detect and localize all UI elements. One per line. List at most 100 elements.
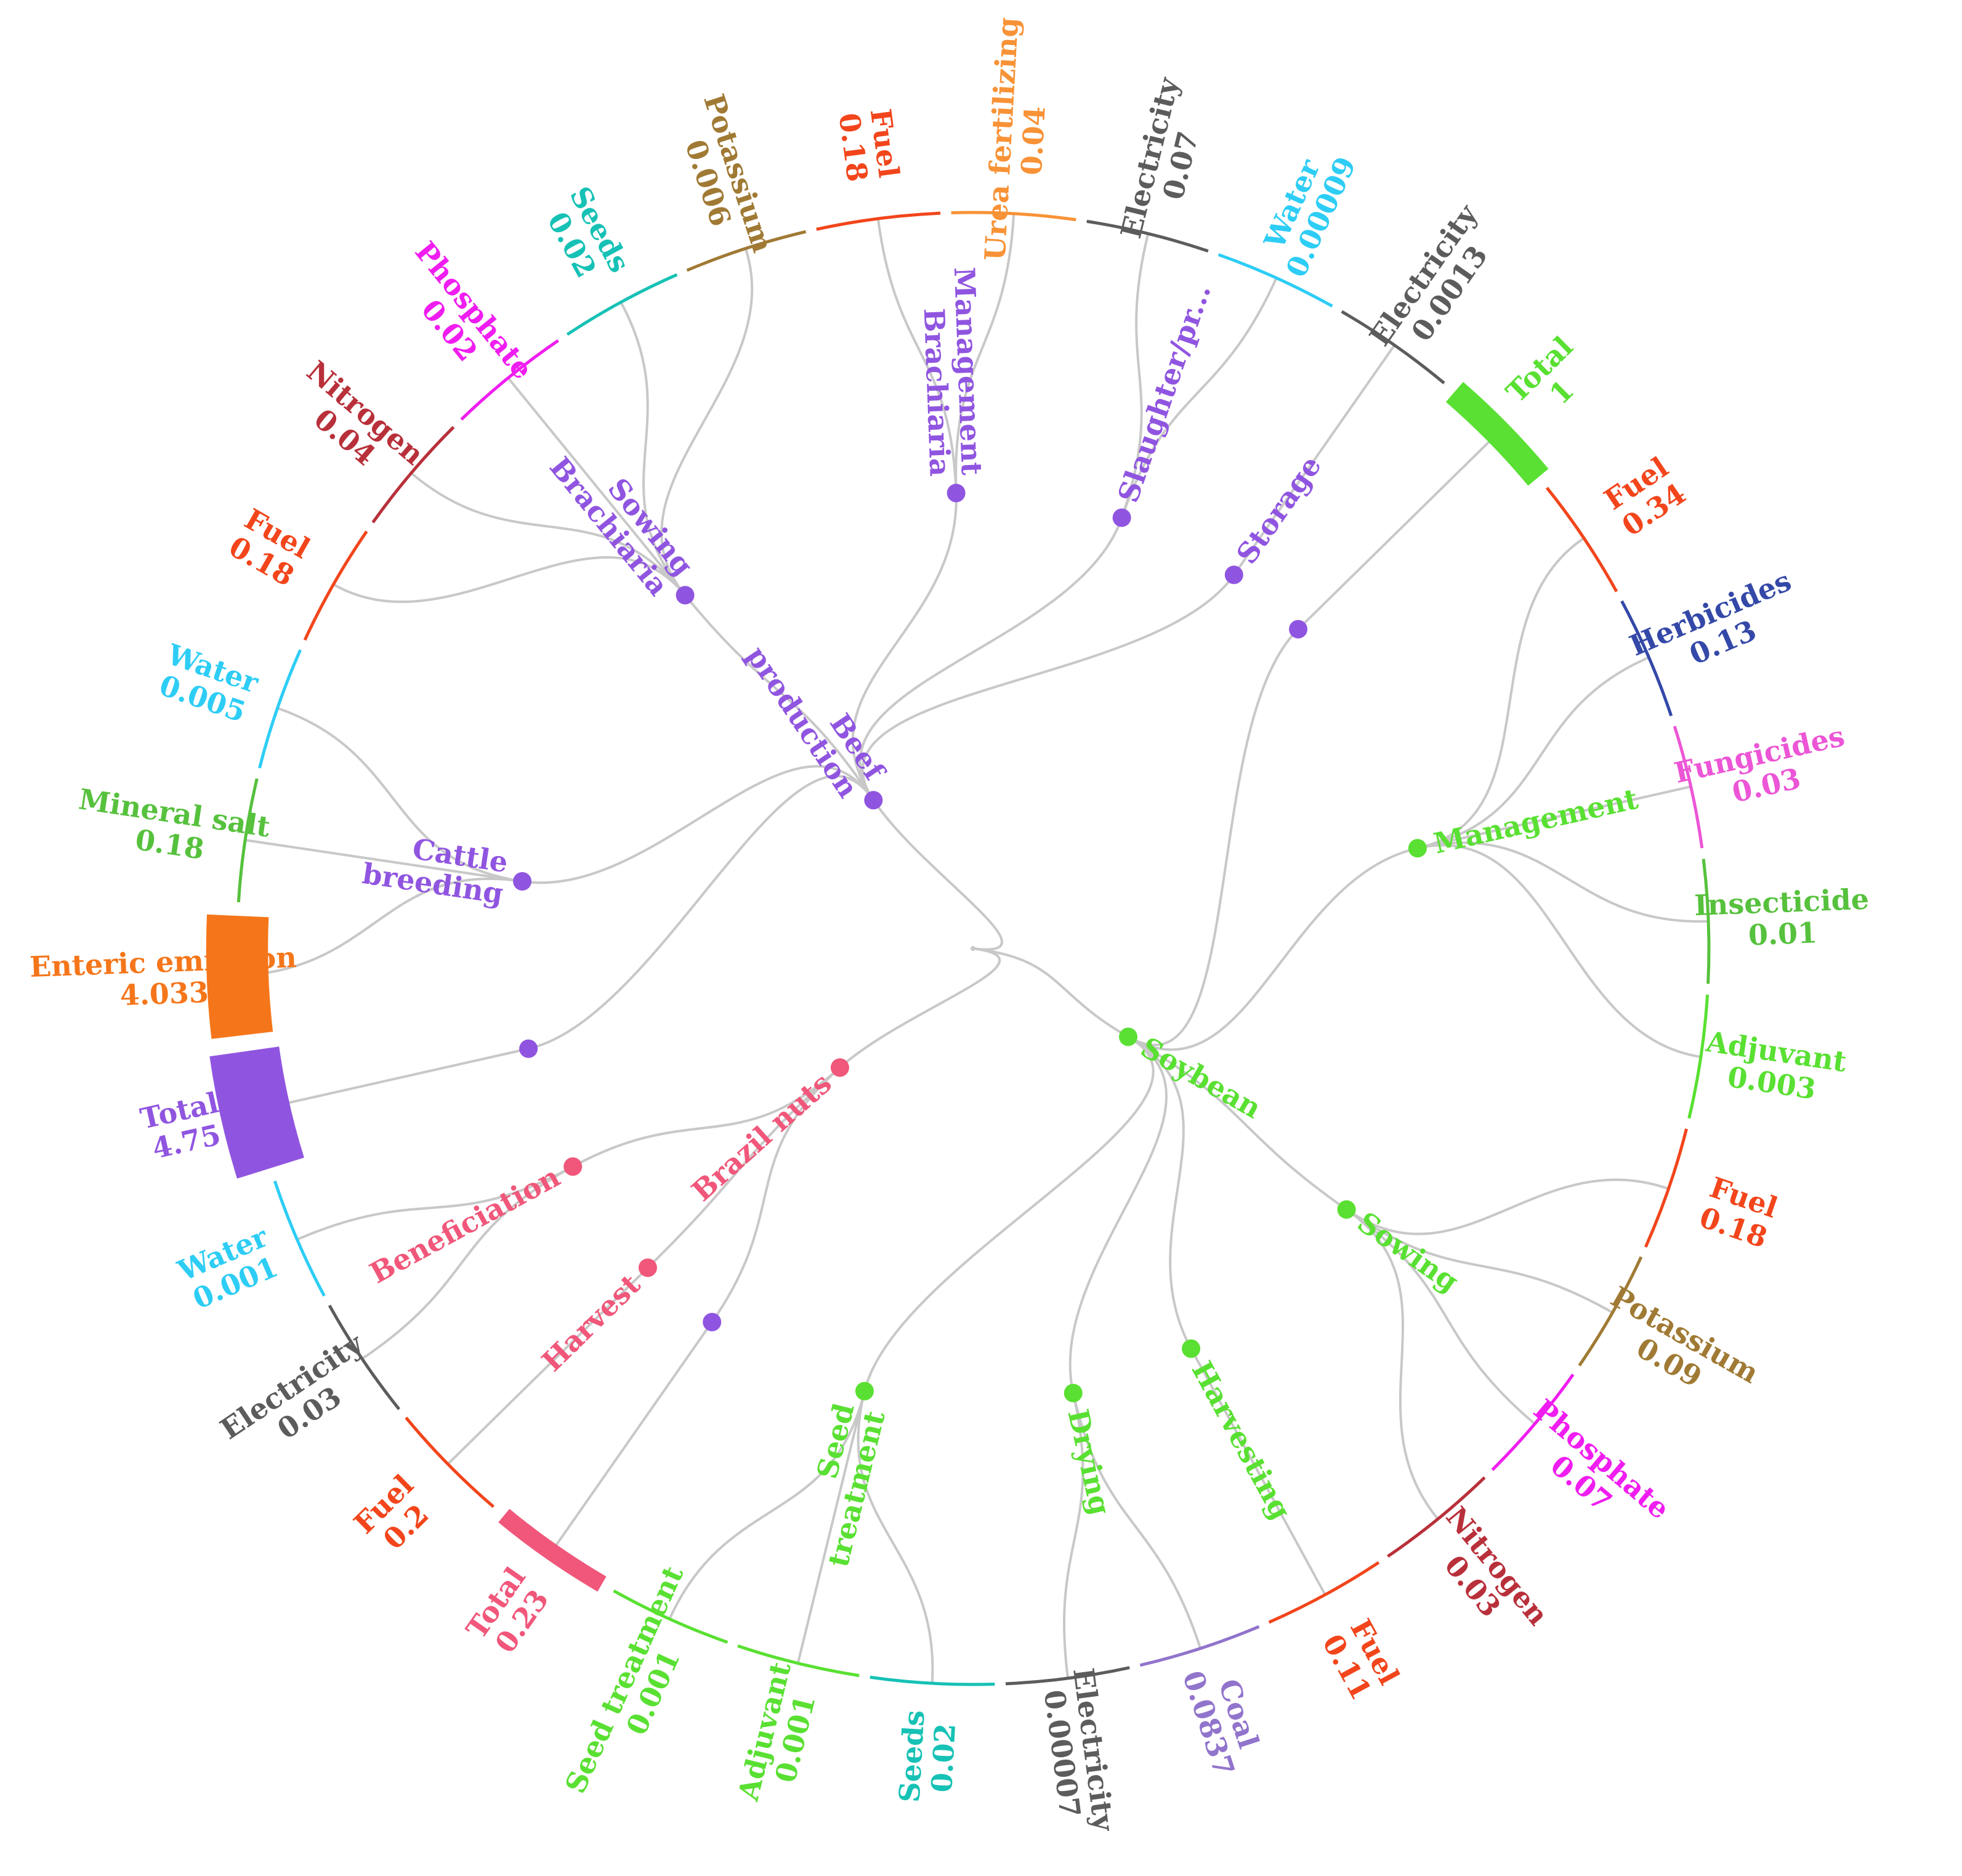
node-label-beef-production: Beefproduction <box>740 623 892 806</box>
leaf-arc-phosphate <box>460 339 559 421</box>
tree-link-fuel <box>446 1266 649 1465</box>
leaf-arc-urea-fertilizing <box>951 211 1076 222</box>
leaf-arc-mineral-salt <box>236 778 259 903</box>
node-label-storage: Storage <box>1230 450 1328 570</box>
node-dot-seed-treatment <box>855 1381 874 1401</box>
tree-link-management-brachiaria <box>851 493 958 801</box>
node-dot-management-brachiaria <box>947 483 966 503</box>
leaf-arc-fuel <box>1644 1128 1688 1248</box>
node-label-harvesting: Harvesting <box>1185 1356 1298 1525</box>
node-dot-cattle-breeding <box>513 871 532 891</box>
tree-link-electricity <box>1063 1393 1084 1679</box>
tree-link-beneficiation <box>572 1066 841 1168</box>
tree-links <box>237 213 1709 1684</box>
tree-link-fuel <box>1417 537 1585 850</box>
tree-link-herbicides <box>1417 656 1650 850</box>
leaf-arc-water <box>258 649 302 769</box>
tree-link-fuel <box>1346 1178 1669 1235</box>
tree-link-potassium <box>1346 1208 1613 1314</box>
tree-link-nitrogen <box>410 472 687 596</box>
root-hub <box>971 946 975 951</box>
node-dot-beef-production <box>864 791 883 810</box>
tree-link-seed-treatment <box>863 1035 1155 1392</box>
leaf-label-insecticide: Insecticide0.01 <box>1694 883 1870 954</box>
leaf-arc-potassium <box>1578 1256 1643 1367</box>
leaf-arc-fungicides <box>1673 726 1704 849</box>
leaf-label-water: Water0.001 <box>172 1219 285 1317</box>
leaf-arc-electricity <box>1005 1666 1130 1686</box>
node-dot-management <box>1408 839 1427 858</box>
leaf-arc-phosphate <box>1491 1373 1575 1471</box>
leaf-label-urea-fertilizing: Urea fertilizing0.04 <box>978 17 1056 264</box>
leaf-arc-electricity <box>1086 219 1209 253</box>
tree-link-adjuvant <box>796 1391 866 1664</box>
leaf-arc-fuel <box>816 211 941 231</box>
node-dot-storage <box>1224 565 1243 584</box>
leaf-label-fuel: Fuel0.18 <box>833 107 906 184</box>
leaf-arc-nitrogen <box>371 426 455 524</box>
node-dot-sowing-brachiaria <box>676 586 695 605</box>
leaf-arc-fuel <box>1268 1561 1380 1624</box>
node-label-beneficiation: Beneficiation <box>365 1160 566 1290</box>
leaf-label-adjuvant: Adjuvant0.001 <box>732 1658 828 1811</box>
leaf-arc-seeds <box>870 1675 995 1686</box>
leaf-label-herbicides: Herbicides0.13 <box>1625 564 1808 692</box>
tree-link-total <box>1297 432 1500 631</box>
leaf-arc-insecticide <box>1702 859 1711 984</box>
total-bar-root-children-0-children-0-children-0 <box>209 1046 304 1179</box>
leaf-label-phosphate: Phosphate0.02 <box>384 235 540 405</box>
tree-link-node <box>1128 628 1299 1046</box>
leaf-arc-water <box>1217 253 1333 308</box>
tree-link-total <box>254 1047 529 1112</box>
tree-link-mineral-salt <box>244 838 523 883</box>
tree-link-adjuvant <box>1417 844 1702 1059</box>
leaf-label-nitrogen: Nitrogen0.04 <box>280 354 430 495</box>
tree-link-electricity <box>1233 344 1396 576</box>
node-dot-soybean <box>1119 1027 1138 1046</box>
tree-link-seeds <box>857 1391 934 1684</box>
node-dot-drying <box>1064 1383 1083 1402</box>
leaf-label-total: Total0.23 <box>459 1561 558 1664</box>
leaf-label-total: Total4.75 <box>137 1086 228 1166</box>
tree-link-node <box>528 775 874 1050</box>
tree-link-fuel <box>1190 1348 1326 1596</box>
node-dot-slaughter-pr <box>1112 508 1131 527</box>
tree-link-insecticide <box>1417 841 1709 923</box>
leaf-label-potassium: Potassium0.006 <box>667 90 780 266</box>
leaf-arc-fuel <box>303 530 368 641</box>
leaf-arc-adjuvant <box>1687 994 1710 1119</box>
leaf-label-fuel: Fuel0.11 <box>1316 1614 1406 1705</box>
leaf-arc-adjuvant <box>737 1644 860 1678</box>
total-bar-root-children-2-children-0-children-0 <box>498 1508 607 1592</box>
leaf-label-electricity: Electricity0.00007 <box>1035 1666 1121 1838</box>
node-label-sowing: Sowing <box>1352 1205 1465 1298</box>
leaf-label-water: Water0.005 <box>152 637 263 730</box>
leaf-label-coal: Coal0.0837 <box>1176 1657 1272 1780</box>
tree-link-phosphate <box>1346 1208 1536 1425</box>
tree-link-electricity <box>361 1165 574 1360</box>
tree-link-harvest <box>647 1066 841 1269</box>
leaf-arc-water <box>273 1180 326 1297</box>
leaf-label-total: Total1 <box>1500 330 1601 432</box>
tree-link-water <box>296 1165 574 1241</box>
leaf-label-fungicides: Fungicides0.03 <box>1671 719 1855 821</box>
tree-link-sowing <box>1128 1035 1347 1211</box>
leaf-arc-seeds <box>566 273 678 336</box>
tree-link-phosphate <box>507 377 687 596</box>
node-dot-total <box>1289 620 1308 639</box>
total-bar-root-children-0-children-1-children-0 <box>206 914 273 1039</box>
node-label-sowing-brachiaria: SowingBrachiaria <box>543 431 700 602</box>
leaf-arc-nitrogen <box>1387 1476 1486 1558</box>
node-label-brazil-nuts: Brazil nuts <box>685 1066 838 1208</box>
tree-link-fuel <box>876 218 958 493</box>
node-label-soybean: Soybean <box>1135 1030 1267 1125</box>
tree-link-cattle-breeding <box>522 765 874 884</box>
leaf-label-potassium: Potassium0.09 <box>1589 1280 1764 1418</box>
leaf-arc-seed-treatment <box>613 1589 729 1644</box>
node-dot-total <box>519 1039 538 1058</box>
leaf-arc-potassium <box>686 230 807 272</box>
tree-link-electricity <box>1120 233 1150 519</box>
tree-link-enteric-emission <box>237 877 523 977</box>
node-label-management-brachiaria: ManagementBrachiaria <box>916 267 988 477</box>
